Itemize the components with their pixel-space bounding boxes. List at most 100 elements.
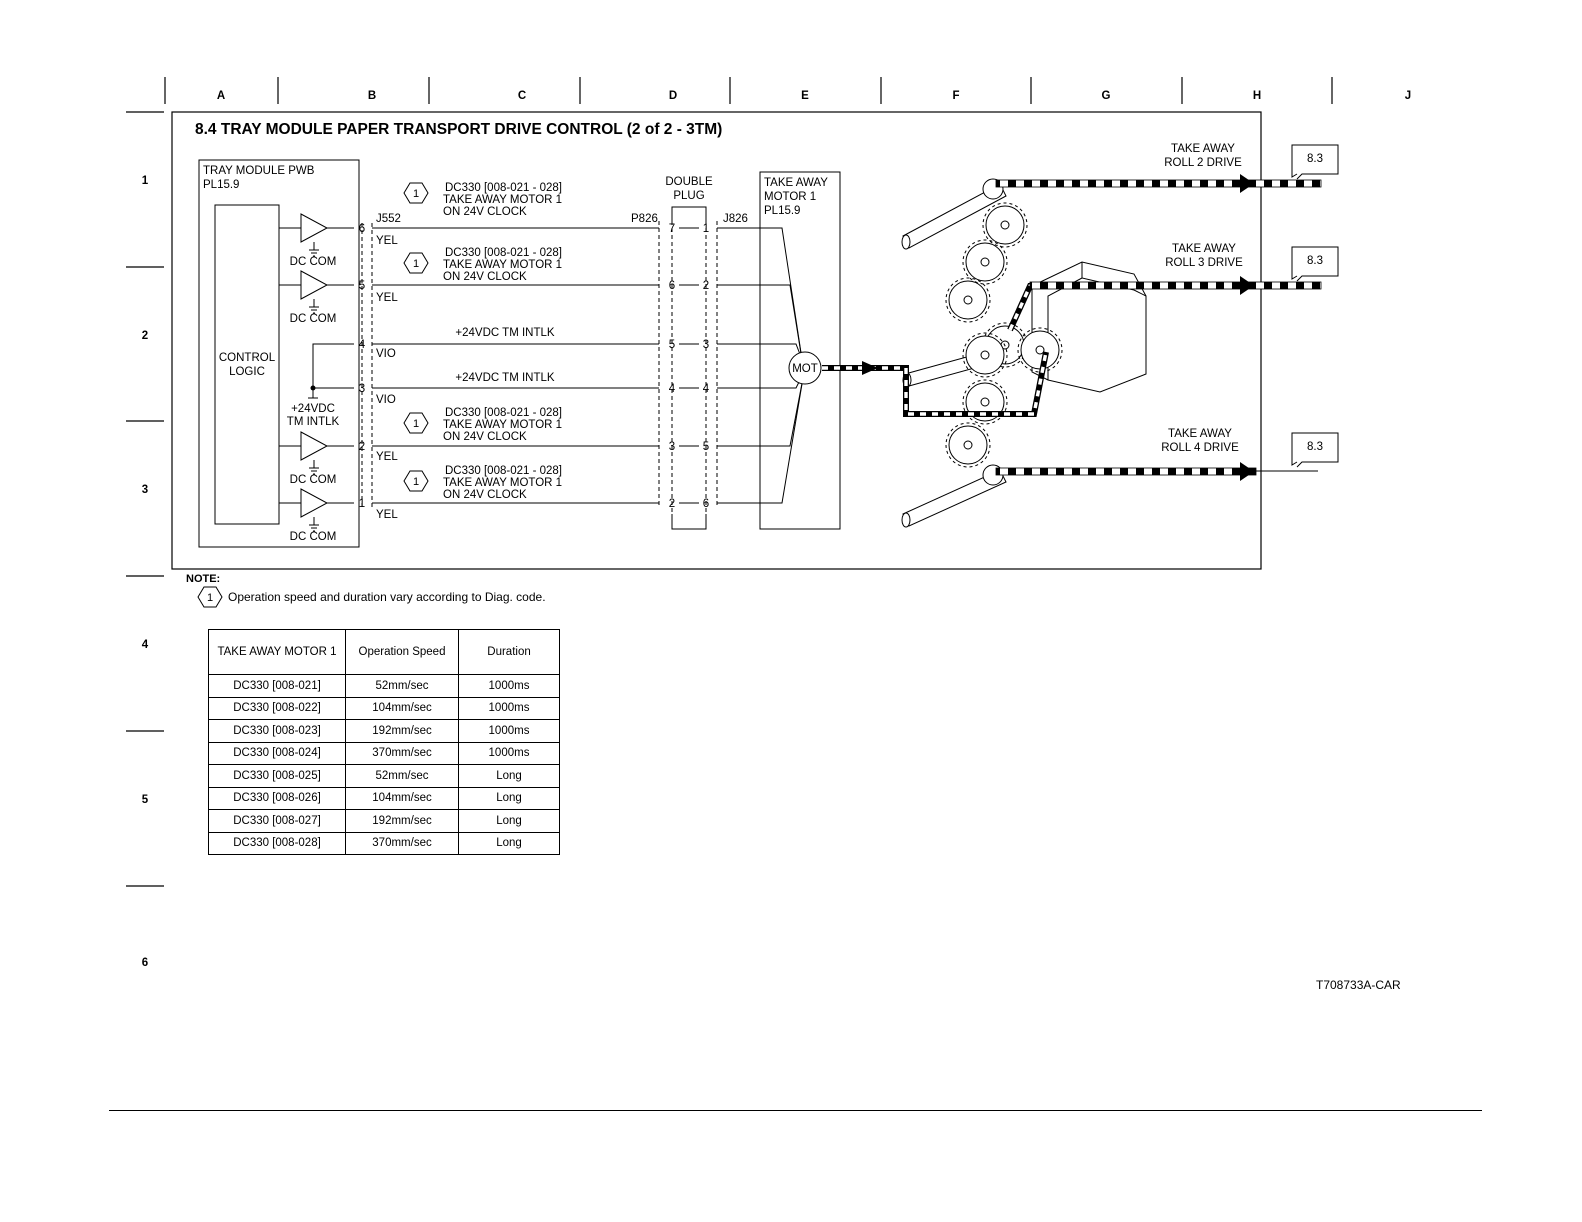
table-cell: DC330 [008-025] bbox=[208, 764, 346, 788]
driver-amplifier bbox=[279, 488, 354, 532]
double-plug-label: DOUBLE bbox=[665, 176, 713, 188]
pwb-pl: PL15.9 bbox=[203, 179, 239, 191]
column-label: B bbox=[368, 90, 376, 102]
roll-4-drive-label: TAKE AWAY bbox=[1168, 428, 1232, 440]
table-row: DC330 [008-028] 370mm/sec Long bbox=[208, 831, 560, 855]
plug-pin: 7 bbox=[669, 223, 675, 235]
table-cell: DC330 [008-022] bbox=[208, 696, 346, 720]
table-cell: DC330 [008-023] bbox=[208, 719, 346, 743]
wire-color: YEL bbox=[376, 292, 398, 304]
row-grid: 1 2 3 4 5 6 bbox=[126, 111, 164, 969]
drive-assembly bbox=[901, 178, 1147, 528]
table-cell: 1000ms bbox=[458, 719, 560, 743]
clock-signal-callout: 1 DC330 [008-021 - 028] TAKE AWAY MOTOR … bbox=[403, 407, 562, 443]
table-cell: 104mm/sec bbox=[345, 786, 459, 810]
double-plug-label: PLUG bbox=[673, 190, 704, 202]
drive-lines bbox=[822, 174, 1322, 481]
plug-pin: 6 bbox=[669, 280, 675, 292]
table-row: DC330 [008-021] 52mm/sec 1000ms bbox=[208, 674, 560, 698]
mot-label: MOT bbox=[792, 363, 818, 375]
column-label: E bbox=[801, 90, 809, 102]
clock-signal-callout: 1 DC330 [008-021 - 028] TAKE AWAY MOTOR … bbox=[403, 247, 562, 283]
pin-number: 4 bbox=[359, 339, 366, 351]
clock-signal-callout: 1 DC330 [008-021 - 028] TAKE AWAY MOTOR … bbox=[403, 182, 562, 218]
column-label: G bbox=[1102, 90, 1111, 102]
table-row: DC330 [008-025] 52mm/sec Long bbox=[208, 764, 560, 788]
column-label: H bbox=[1253, 90, 1261, 102]
wire-color: VIO bbox=[376, 394, 396, 406]
dc-com-label: DC COM bbox=[290, 256, 337, 268]
table-cell: 1000ms bbox=[458, 741, 560, 765]
wire-label: +24VDC TM INTLK bbox=[455, 327, 554, 339]
clock-text: TAKE AWAY MOTOR 1 bbox=[443, 259, 562, 271]
plug-pin: 3 bbox=[703, 339, 709, 351]
table-cell: 370mm/sec bbox=[345, 831, 459, 855]
table-cell: 52mm/sec bbox=[345, 764, 459, 788]
plug-pin: 6 bbox=[703, 498, 709, 510]
control-logic-block bbox=[214, 204, 280, 525]
table-cell: 104mm/sec bbox=[345, 696, 459, 720]
note-hex-number: 1 bbox=[207, 592, 213, 604]
roll-3-drive-label: ROLL 3 DRIVE bbox=[1165, 257, 1243, 269]
clock-signal-callout: 1 DC330 [008-021 - 028] TAKE AWAY MOTOR … bbox=[403, 465, 562, 501]
table-row: DC330 [008-022] 104mm/sec 1000ms bbox=[208, 696, 560, 720]
row-label: 1 bbox=[142, 175, 149, 187]
diagram-title: 8.4 TRAY MODULE PAPER TRANSPORT DRIVE CO… bbox=[195, 121, 722, 138]
pin-number: 1 bbox=[359, 498, 365, 510]
plug-pin: 5 bbox=[669, 339, 675, 351]
harness-wires bbox=[372, 227, 659, 504]
plug-pin: 2 bbox=[703, 280, 709, 292]
clock-text: DC330 [008-021 - 028] bbox=[445, 247, 562, 259]
plug-pin: 1 bbox=[703, 223, 709, 235]
motor-label: MOTOR 1 bbox=[764, 191, 816, 203]
plug-pin: 3 bbox=[669, 441, 675, 453]
plug-pin: 5 bbox=[703, 441, 709, 453]
p826-label: P826 bbox=[631, 213, 658, 225]
dc-com-label: DC COM bbox=[290, 313, 337, 325]
footer-rule bbox=[109, 1110, 1482, 1111]
wire-label: +24VDC TM INTLK bbox=[455, 372, 554, 384]
column-label: C bbox=[518, 90, 526, 102]
pin-number: 2 bbox=[359, 441, 365, 453]
roll-4-drive-label: ROLL 4 DRIVE bbox=[1161, 442, 1239, 454]
row-label: 5 bbox=[142, 794, 149, 806]
note-hex-icon: 1 bbox=[197, 586, 223, 608]
tray-module-pwb: TRAY MODULE PWB PL15.9 CONTROL LOGIC DC … bbox=[198, 159, 360, 548]
row-label: 4 bbox=[142, 639, 149, 651]
dc-com-label: DC COM bbox=[290, 531, 337, 543]
table-cell: DC330 [008-021] bbox=[208, 674, 346, 698]
intlk-label: TM INTLK bbox=[287, 416, 340, 428]
reference-number: 8.3 bbox=[1307, 153, 1323, 165]
table-row: DC330 [008-026] 104mm/sec Long bbox=[208, 786, 560, 810]
plug-pin: 2 bbox=[669, 498, 675, 510]
table-row: DC330 [008-024] 370mm/sec 1000ms bbox=[208, 741, 560, 765]
pin-number: 6 bbox=[359, 223, 365, 235]
roll-3-drive-label: TAKE AWAY bbox=[1172, 243, 1236, 255]
driver-amplifier bbox=[279, 431, 354, 475]
row-label: 2 bbox=[142, 330, 148, 342]
table-cell: 192mm/sec bbox=[345, 719, 459, 743]
table-cell: Long bbox=[458, 764, 560, 788]
take-away-motor-1: TAKE AWAY MOTOR 1 PL15.9 MOT bbox=[759, 171, 841, 530]
table-header-row: TAKE AWAY MOTOR 1 Operation Speed Durati… bbox=[208, 629, 560, 675]
row-label: 6 bbox=[142, 957, 148, 969]
wire-color: YEL bbox=[376, 451, 398, 463]
note-hex-number: 1 bbox=[413, 258, 419, 270]
roll-2-drive-label: TAKE AWAY bbox=[1171, 143, 1235, 155]
wire-color: YEL bbox=[376, 509, 398, 521]
column-label: F bbox=[952, 90, 959, 102]
column-label: J bbox=[1405, 90, 1411, 102]
table-cell: 1000ms bbox=[458, 696, 560, 720]
table-cell: Long bbox=[458, 831, 560, 855]
reference-flag: 8.3 bbox=[1291, 432, 1339, 468]
figure-id: T708733A-CAR bbox=[1316, 978, 1401, 992]
wire-color: YEL bbox=[376, 235, 398, 247]
table-cell: Long bbox=[458, 786, 560, 810]
table-cell: DC330 [008-028] bbox=[208, 831, 346, 855]
table-cell: Long bbox=[458, 809, 560, 833]
table-row: DC330 [008-027] 192mm/sec Long bbox=[208, 809, 560, 833]
clock-text: TAKE AWAY MOTOR 1 bbox=[443, 477, 562, 489]
note-line: 1 Operation speed and duration vary acco… bbox=[197, 586, 546, 608]
clock-text: DC330 [008-021 - 028] bbox=[445, 465, 562, 477]
